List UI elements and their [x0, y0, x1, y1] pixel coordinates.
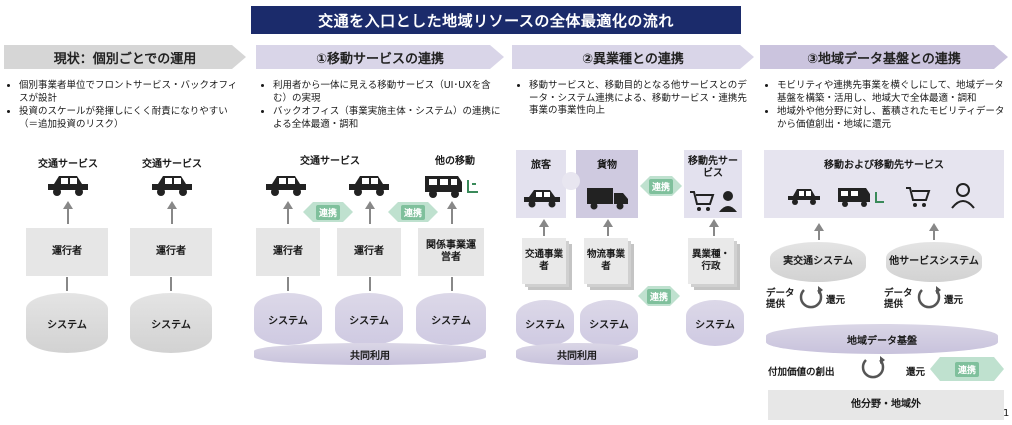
link-label: 連携	[401, 205, 425, 220]
system-cylinder: システム	[130, 293, 212, 353]
card-label: 旅客	[531, 160, 551, 171]
link-label: 連携	[647, 289, 671, 304]
services-title: 移動および移動先サービス	[824, 160, 944, 171]
car-icon	[266, 176, 306, 196]
arrow-up-icon	[603, 219, 613, 236]
section-1-bullets: 利用者から一体に見える移動サービス（UI･UXを含む）の実現 バックオフィス（事…	[262, 80, 502, 132]
person-icon	[951, 183, 975, 209]
system-cylinder: 実交通システム	[770, 242, 866, 282]
section-2-bullets: 移動サービスと、移動目的となる他サービスとのデータ・システム連携による、移動サー…	[518, 80, 754, 119]
operator-box: 関係事業運営者	[418, 228, 484, 276]
connector-line	[66, 277, 68, 291]
data-provide-label: データ提供	[766, 288, 795, 310]
arrow-up-icon	[539, 219, 549, 236]
cycle-arrow-icon	[799, 286, 823, 309]
link-arrow: 連携	[303, 202, 353, 222]
section-header-cross-industry: ②異業種との連携	[512, 45, 754, 69]
link-arrow: 連携	[930, 357, 1004, 381]
passenger-card: 旅客	[516, 150, 566, 218]
link-arrow: 連携	[638, 286, 680, 306]
service-label: 他の移動	[435, 156, 475, 167]
service-label: 交通サービス	[142, 159, 202, 170]
page-title: 交通を入口とした地域リソースの全体最適化の流れ	[251, 6, 741, 34]
system-cylinder: システム	[254, 293, 322, 345]
card-label: 貨物	[597, 160, 617, 171]
return-label: 還元	[944, 295, 964, 306]
car-icon	[349, 176, 389, 196]
system-cylinder: 他サービスシステム	[886, 242, 982, 282]
service-label: 交通サービス	[38, 159, 98, 170]
link-arrow: 連携	[388, 202, 438, 222]
system-cylinder: システム	[416, 293, 486, 345]
freight-card: 貨物	[576, 150, 638, 218]
arrow-up-icon	[929, 223, 939, 240]
car-icon	[524, 190, 560, 208]
operator-box: 異業種・行政	[688, 238, 734, 284]
bullet: 地域外や他分野に対し、蓄積されたモビリティデータから価値創出・地域に還元	[777, 106, 1008, 131]
regional-data-platform: 地域データ基盤	[766, 324, 998, 354]
system-cylinder: システム	[335, 293, 403, 345]
destination-service-card: 移動先サービス	[684, 150, 742, 218]
arrow-up-icon	[447, 201, 457, 224]
link-arrow: 連携	[640, 176, 682, 196]
operator-box: 運行者	[130, 228, 212, 276]
system-cylinder: システム	[686, 300, 744, 346]
operator-box: 運行者	[26, 228, 108, 276]
bullet: モビリティや連携先事業を横ぐしにして、地域データ基盤を構築・活用し、地域大で全体…	[777, 80, 1008, 105]
return-label: 還元	[906, 367, 926, 378]
connector-line	[170, 277, 172, 291]
return-label: 還元	[826, 295, 846, 306]
page-number: 1	[1003, 408, 1010, 419]
bullet: バックオフィス（事業実施主体・システム）の連携による全体最適・調和	[273, 106, 502, 131]
operator-box: 交通事業者	[522, 238, 566, 284]
section-header-current: 現状：個別ごとでの運用	[4, 45, 246, 69]
service-label: 交通サービス	[300, 156, 360, 167]
card-label: 移動先サービス	[688, 156, 738, 179]
connector-line	[369, 277, 371, 291]
connector-line	[287, 277, 289, 291]
bullet: 個別事業者単位でフロントサービス・バックオフィスが設計	[19, 80, 243, 105]
other-fields-box: 他分野・地域外	[768, 390, 1004, 420]
link-label: 連携	[316, 205, 340, 220]
link-label: 連携	[955, 362, 979, 377]
section-0-bullets: 個別事業者単位でフロントサービス・バックオフィスが設計 投資のスケールが発揮しに…	[8, 80, 243, 132]
shared-use-bar: 共同利用	[254, 343, 486, 365]
bullet: 移動サービスと、移動目的となる他サービスとのデータ・システム連携による、移動サー…	[529, 80, 754, 118]
bullet: 投資のスケールが発揮しにくく耐責になりやすい（＝追加投資のリスク）	[19, 106, 243, 131]
section-header-data-platform: ③地域データ基盤との連携	[760, 45, 1008, 69]
car-icon	[48, 176, 88, 196]
van-icon	[838, 188, 884, 207]
system-cylinder: システム	[516, 300, 574, 346]
arrow-up-icon	[709, 219, 719, 236]
link-label: 連携	[649, 179, 673, 194]
truck-icon	[587, 188, 628, 210]
data-provide-label: データ提供	[884, 288, 913, 310]
operator-box: 運行者	[256, 228, 320, 276]
connector-line	[451, 277, 453, 291]
arrow-up-icon	[814, 223, 824, 240]
section-header-mobility: ①移動サービスの連携	[256, 45, 504, 69]
arrow-up-icon	[283, 201, 293, 224]
system-cylinder: システム	[580, 300, 638, 346]
car-icon	[788, 189, 820, 205]
value-creation-label: 付加価値の創出	[768, 367, 835, 378]
system-cylinder: システム	[26, 293, 108, 353]
bullet: 利用者から一体に見える移動サービス（UI･UXを含む）の実現	[273, 80, 502, 105]
operator-box: 物流事業者	[584, 238, 628, 284]
cycle-arrow-icon	[861, 356, 885, 379]
arrow-up-icon	[167, 201, 177, 224]
van-icon	[425, 176, 478, 198]
arrow-up-icon	[63, 201, 73, 224]
cycle-arrow-icon	[917, 286, 941, 309]
overlap-circle	[562, 172, 580, 190]
arrow-up-icon	[365, 201, 375, 224]
section-3-bullets: モビリティや連携先事業を横ぐしにして、地域データ基盤を構築・活用し、地域大で全体…	[766, 80, 1008, 132]
operator-box: 運行者	[337, 228, 401, 276]
cart-icon	[906, 187, 931, 207]
shop-icon	[690, 191, 737, 212]
car-icon	[152, 176, 192, 196]
shared-use-bar: 共同利用	[516, 343, 638, 365]
